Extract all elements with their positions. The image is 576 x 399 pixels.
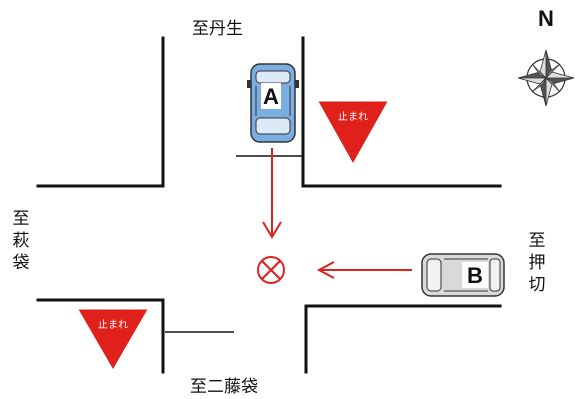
collision-x-icon: [257, 256, 285, 284]
road-edge-northeast: [301, 36, 502, 188]
direction-label-west-char: 萩: [12, 231, 30, 251]
direction-label-south: 至二藤袋: [190, 377, 258, 397]
car-a: A: [247, 63, 299, 143]
direction-label-west-char: 袋: [12, 253, 30, 273]
stop-sign-text: 止まれ: [98, 319, 128, 331]
stop-sign-south: 止まれ: [73, 306, 153, 375]
road-edge-southeast: [304, 304, 502, 374]
compass-rose-icon: [517, 49, 575, 107]
arrow-a-head: [262, 221, 282, 239]
stop-sign-triangle-icon: [313, 98, 393, 170]
stop-sign-north: 止まれ: [313, 98, 393, 170]
arrow-b-head: [316, 261, 335, 279]
movement-arrows: [262, 148, 412, 279]
direction-label-north: 至丹生: [192, 19, 243, 39]
stop-sign-text: 止まれ: [338, 111, 368, 123]
direction-label-east-char: 切: [528, 275, 546, 295]
car-b: B: [421, 253, 505, 297]
direction-label-west: 至 萩 袋: [11, 208, 31, 274]
road-edge-northwest: [36, 36, 165, 188]
road-edge-southwest: [36, 298, 165, 374]
compass-north-label: N: [538, 6, 554, 31]
direction-label-west-char: 至: [12, 209, 30, 229]
direction-label-east: 至 押 切: [527, 230, 547, 296]
direction-label-east-char: 至: [528, 231, 546, 251]
stop-sign-triangle-icon: [73, 306, 153, 375]
car-b-label: B: [467, 263, 483, 288]
direction-label-east-char: 押: [528, 253, 546, 273]
car-a-label: A: [263, 84, 279, 109]
road-edges: [36, 36, 502, 374]
